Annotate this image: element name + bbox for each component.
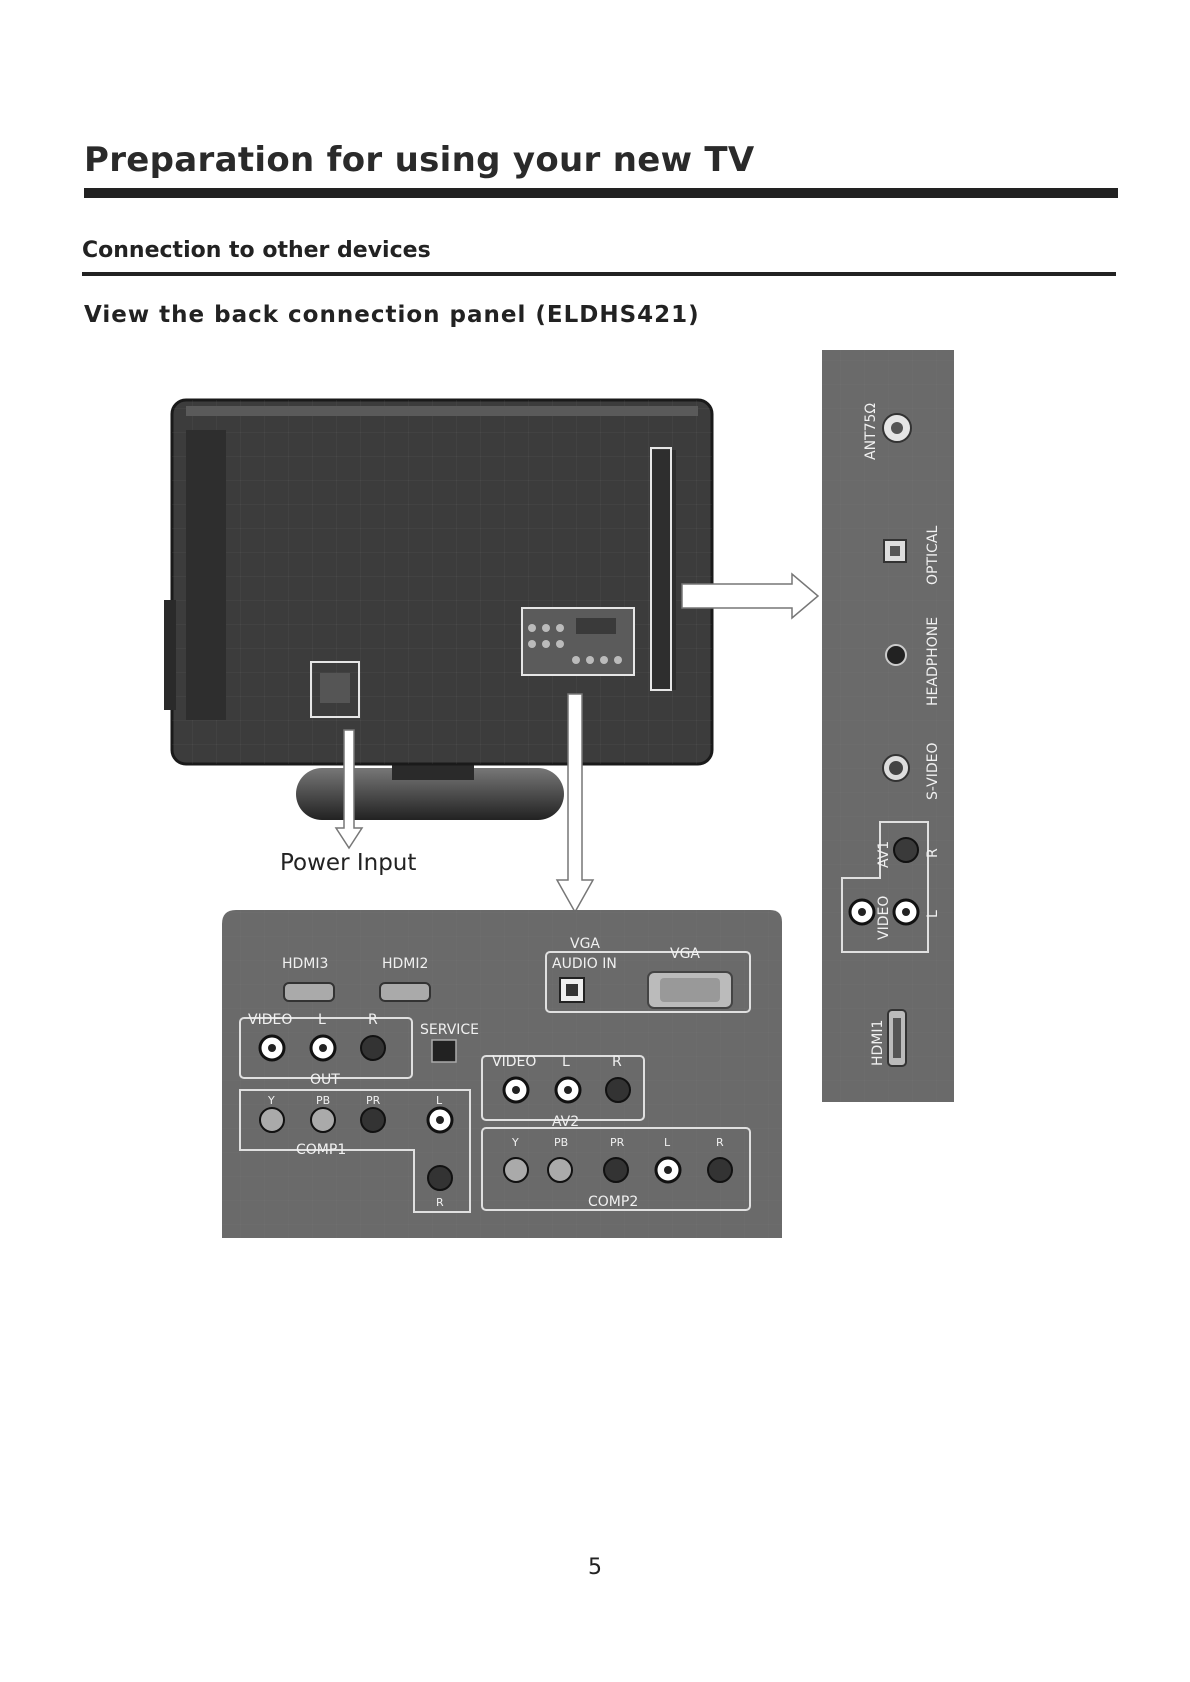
- av2-r-label: R: [612, 1054, 622, 1070]
- video-out-l-label: L: [318, 1012, 326, 1028]
- page-title: Preparation for using your new TV: [84, 140, 755, 180]
- section-heading: Connection to other devices: [82, 238, 431, 263]
- bottom-panel: HDMI3 HDMI2 VGA AUDIO IN VGA VIDEO L R S…: [222, 910, 782, 1238]
- comp1-r-label: R: [436, 1196, 444, 1209]
- comp2-y-label: Y: [511, 1136, 519, 1149]
- comp2-pb-label: PB: [554, 1136, 568, 1149]
- optical-label: OPTICAL: [925, 526, 941, 585]
- ant-label: ANT75Ω: [863, 403, 879, 460]
- title-rule: [84, 188, 1118, 198]
- service-label: SERVICE: [420, 1022, 479, 1038]
- comp1-pr-label: PR: [366, 1094, 381, 1107]
- arrows: [334, 572, 820, 914]
- comp2-label: COMP2: [588, 1194, 638, 1210]
- hdmi3-label: HDMI3: [282, 956, 328, 972]
- power-input-callout: Power Input: [280, 850, 417, 876]
- av2-l-label: L: [562, 1054, 570, 1070]
- comp1-y-label: Y: [267, 1094, 275, 1107]
- av1-video-label: VIDEO: [876, 896, 892, 940]
- comp1-l-label: L: [436, 1094, 443, 1107]
- tv-back-illustration: [164, 398, 714, 820]
- comp2-r-label: R: [716, 1136, 724, 1149]
- comp1-pb-label: PB: [316, 1094, 330, 1107]
- av1-l-label: L: [925, 910, 941, 918]
- svideo-label: S-VIDEO: [925, 743, 941, 800]
- comp2-pr-label: PR: [610, 1136, 625, 1149]
- section-rule: [82, 272, 1116, 276]
- subsection-heading: View the back connection panel (ELDHS421…: [84, 302, 700, 328]
- vga-label: VGA: [670, 946, 700, 962]
- av1-r-label: R: [925, 848, 941, 858]
- comp2-l-label: L: [664, 1136, 671, 1149]
- out-label: OUT: [310, 1072, 340, 1088]
- vga-audio-top-label: VGA: [570, 936, 600, 952]
- video-out-video-label: VIDEO: [248, 1012, 292, 1028]
- av2-label: AV2: [552, 1114, 579, 1130]
- av1-label: AV1: [876, 841, 892, 868]
- hdmi1-label: HDMI1: [870, 1020, 886, 1066]
- side-panel: ANT75Ω OPTICAL HEADPHONE S-VIDEO AV1 R V…: [822, 350, 954, 1102]
- headphone-label: HEADPHONE: [925, 617, 941, 706]
- page-number: 5: [588, 1555, 602, 1580]
- audio-in-label: AUDIO IN: [552, 956, 617, 972]
- hdmi2-label: HDMI2: [382, 956, 428, 972]
- av2-video-label: VIDEO: [492, 1054, 536, 1070]
- comp1-label: COMP1: [296, 1142, 346, 1158]
- video-out-r-label: R: [368, 1012, 378, 1028]
